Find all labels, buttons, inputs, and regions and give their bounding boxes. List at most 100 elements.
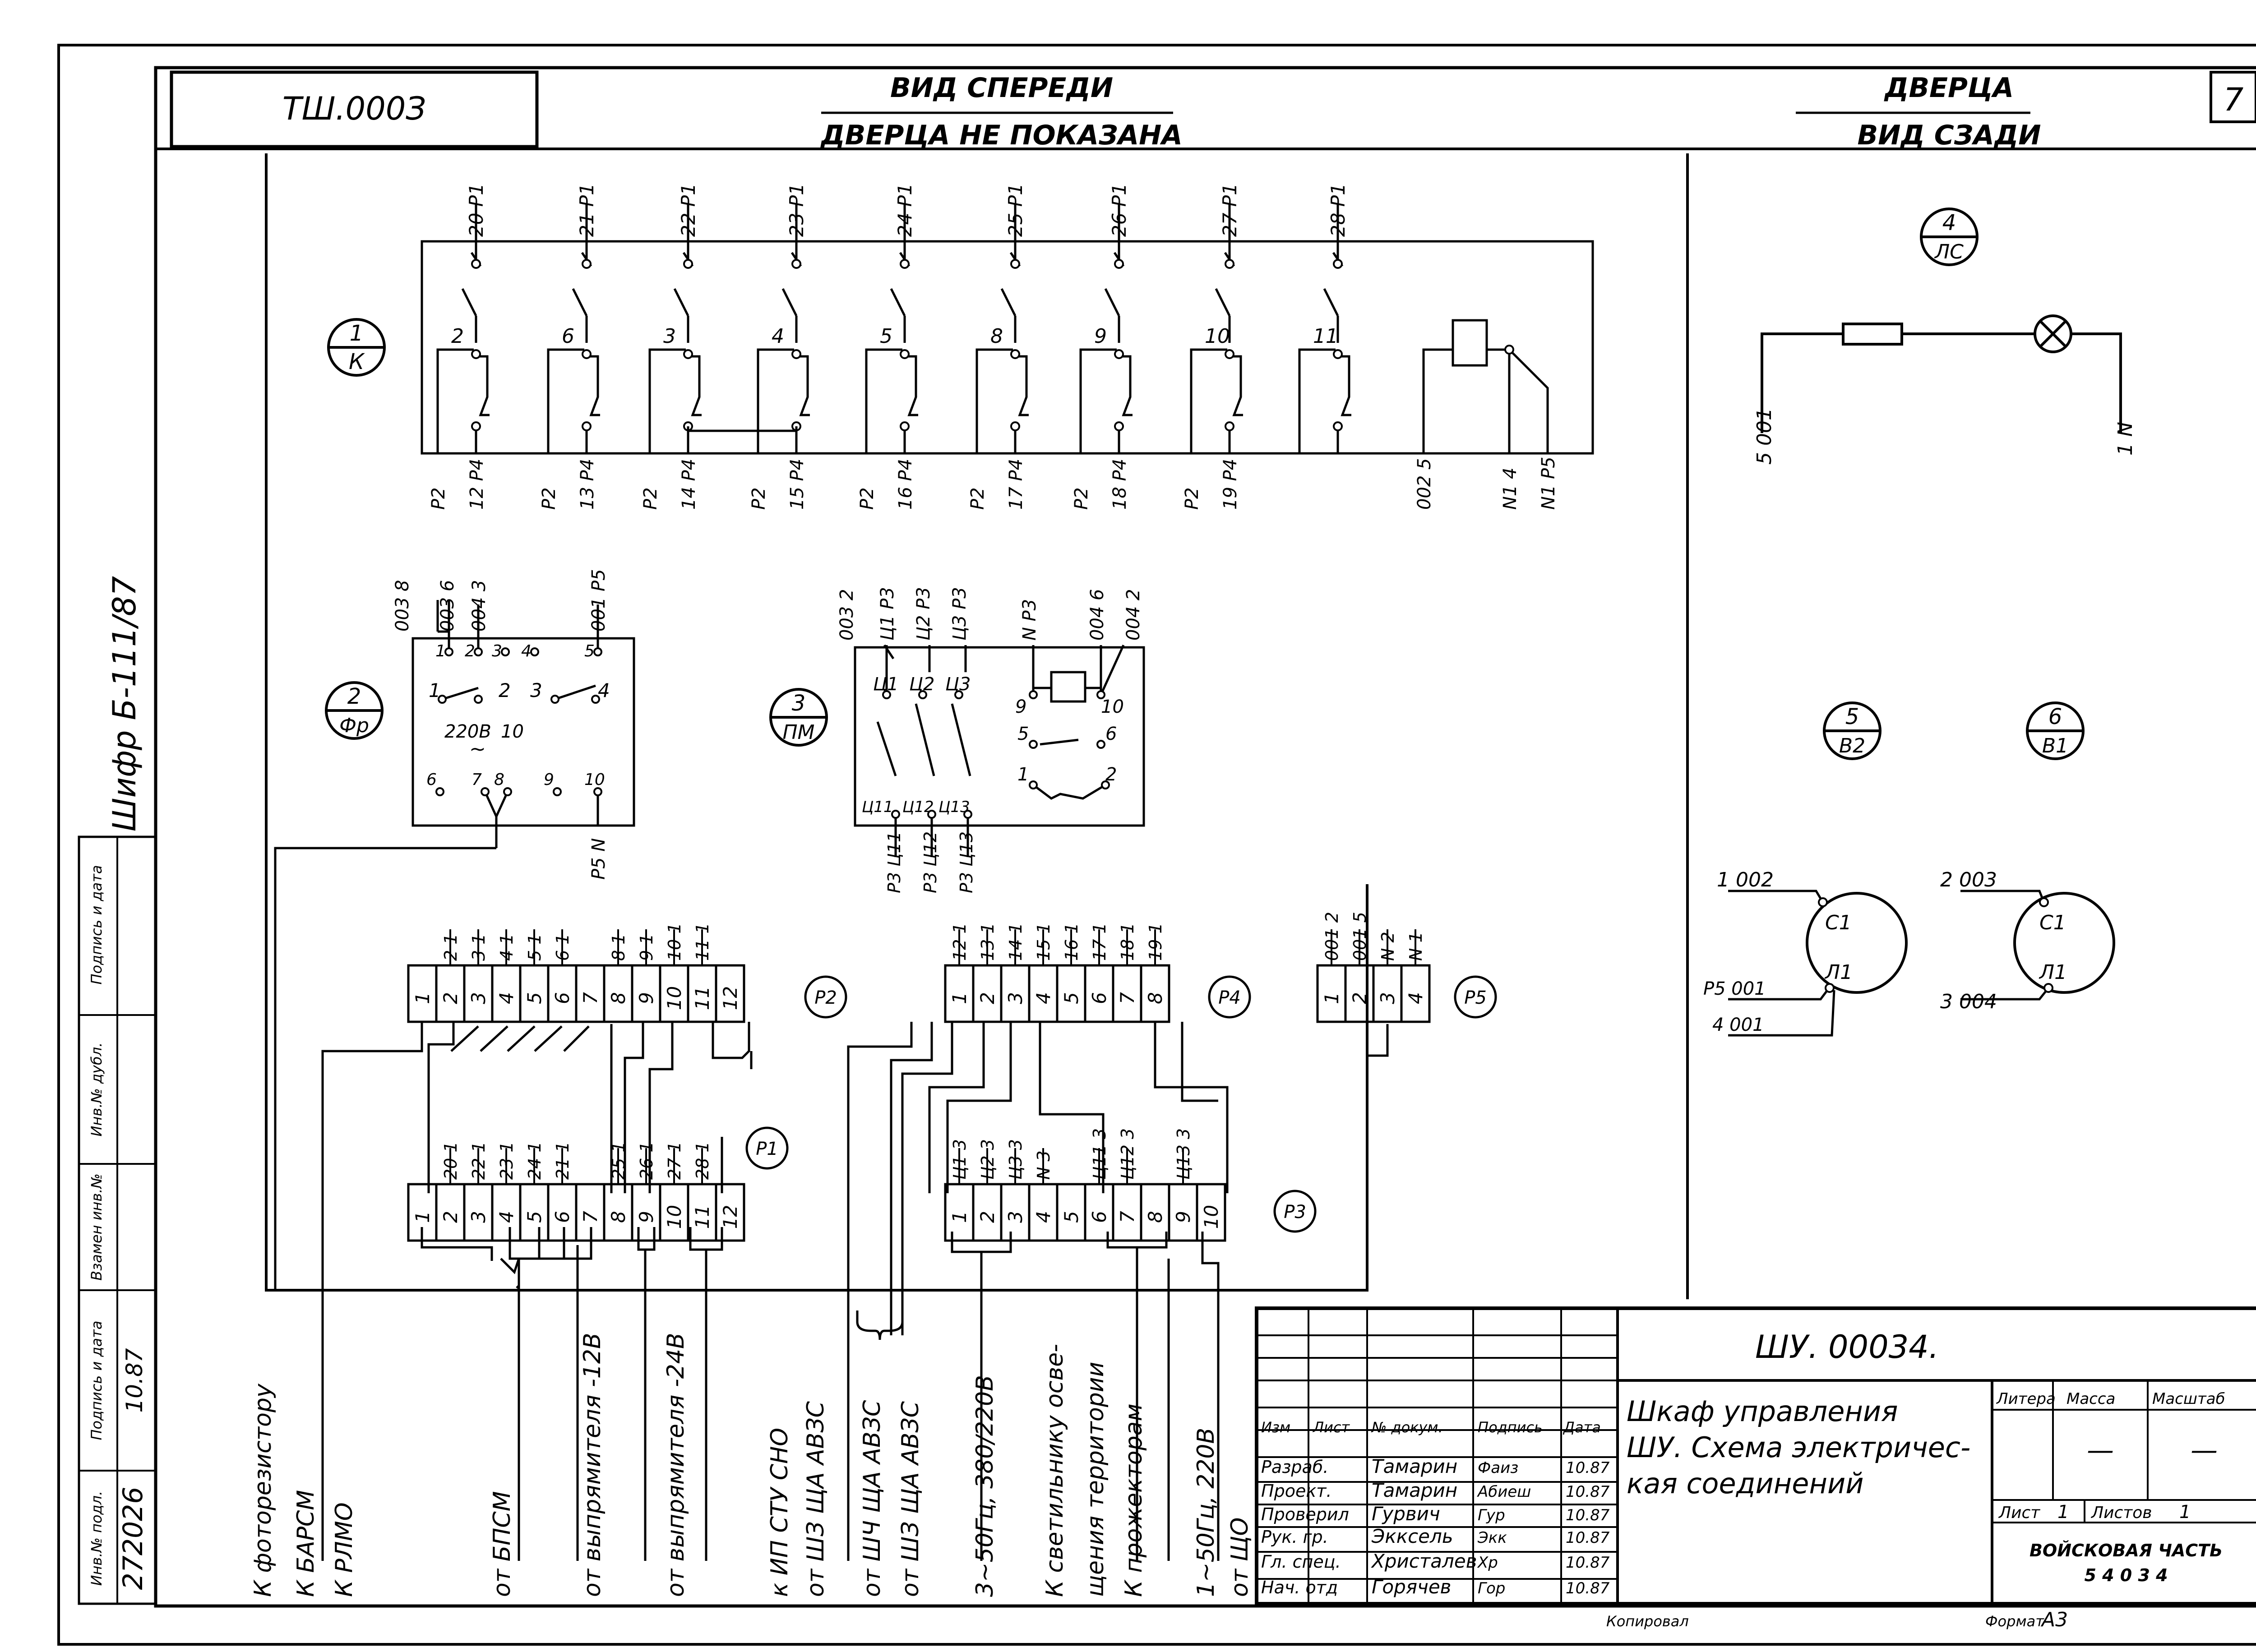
relay-bottom-p2: Р2 [1182, 487, 1202, 510]
terminal-wire-label: 4 1 [497, 934, 517, 961]
svg-text:ЛС: ЛС [1934, 240, 1964, 263]
relay-bottom-p4: 17 Р4 [1006, 459, 1026, 510]
listov-label: Листов [2090, 1504, 2152, 1522]
strip-name-p4: Р4 [1208, 975, 1251, 1019]
terminal-number: 10 [1200, 1205, 1222, 1229]
terminal-p1-4: 423 1 [495, 1141, 518, 1223]
pm-bottom-pole-1: Ц11 [862, 798, 893, 816]
destination-label-9: от ШЧ ЩА АВЗС [859, 1400, 886, 1597]
svg-text:С1: С1 [2039, 911, 2066, 934]
relay-contact-number: 11 [1313, 325, 1338, 348]
role-sign: Экк [1477, 1529, 1507, 1547]
terminal-number: 12 [719, 986, 741, 1010]
document-title-line-3: кая соединений [1627, 1467, 1864, 1500]
relay-bottom-p4: 18 Р4 [1110, 459, 1130, 510]
fr-contact-point [591, 695, 600, 704]
svg-text:С1: С1 [1825, 911, 1852, 934]
pm-top-label-5: N Р3 [1019, 599, 1040, 641]
terminal-p3-2: 2Ц2 3 [976, 1139, 999, 1223]
pm-top-label-3: Ц2 Р3 [913, 587, 934, 641]
role-date: 10.87 [1566, 1554, 1610, 1572]
side-field-3: Взамен инв.№ [88, 1173, 105, 1281]
element-mark-v2: 5 В2 [1823, 701, 1882, 760]
terminal-p4-6: 617 1 [1088, 923, 1110, 1004]
role-label: Гл. спец. [1261, 1552, 1341, 1572]
fr-terminal-top [593, 647, 602, 656]
inverted-stamp: ТШ.000З [282, 90, 426, 127]
side-field-4: Инв.№ дубл. [88, 1043, 105, 1137]
relay-bottom-p4: 15 Р4 [787, 459, 808, 510]
terminal-wire-label: 23 1 [497, 1141, 517, 1180]
side-field-2: Подпись и дата [88, 1320, 105, 1440]
relay-top-label: 27 Р1 [1219, 183, 1241, 237]
terminal-wire-label: 13 1 [978, 923, 998, 961]
terminal-p2-1: 1 [411, 992, 434, 1004]
massa-value: — [2087, 1435, 2114, 1466]
relay-bottom-p2: Р2 [967, 487, 988, 510]
terminal-wire-label: 21 1 [553, 1141, 573, 1180]
role-label: Рук. гр. [1261, 1527, 1328, 1547]
destination-label-4: от БПСМ [489, 1491, 516, 1597]
fr-contact-point [474, 695, 483, 704]
document-title-line-2: ШУ. Схема электричес- [1627, 1431, 1970, 1464]
terminal-wire-label: 001 2 [1322, 912, 1342, 961]
magnetic-starter: 003 2 Ц1 Р3 Ц2 Р3 Ц3 Р3 N Р3 004 6 004 2… [837, 587, 1145, 893]
pm-terminal-point [1029, 740, 1038, 749]
relay-contact-number: 9 [1094, 325, 1107, 348]
terminal-p5-1: 1 001 2 [1321, 912, 1343, 1004]
role-sign: Хр [1477, 1554, 1498, 1572]
pm-aux-6: 6 [1105, 724, 1117, 744]
fr-freq: ~ [469, 738, 486, 761]
strip-name-p3: Р3 [1273, 1190, 1317, 1233]
destination-label-6: от выпрямителя -24В [662, 1333, 689, 1597]
terminal-wire-label: N 3 [1034, 1150, 1054, 1180]
fr-top-label-2: 003 6 [437, 580, 458, 632]
door-title: ДВЕРЦА [1884, 72, 2014, 104]
terminal-number: 12 [719, 1205, 741, 1229]
terminal-p1-2: 220 1 [439, 1141, 462, 1223]
svg-text:В2: В2 [1839, 734, 1865, 757]
terminal-p5-3: 3N 2 [1377, 929, 1399, 1004]
element-mark-k: 1 К [327, 318, 386, 377]
terminal-p1-9: 926 1 [635, 1141, 657, 1223]
terminal-number: 8 [607, 1211, 629, 1223]
strip-name-text: Р3 [1284, 1202, 1306, 1223]
terminal-number: 7 [1116, 1211, 1138, 1223]
strip-wiring [321, 1013, 1389, 1561]
header: ТШ.000З ВИД СПЕРЕДИ ДВЕРЦА НЕ ПОКАЗАНА Д… [170, 70, 2256, 151]
fr-terminal-bottom [503, 787, 512, 796]
terminal-number: 1 [1321, 992, 1343, 1004]
terminal-number: 7 [579, 1211, 601, 1223]
role-date: 10.87 [1566, 1506, 1610, 1524]
terminal-wire-label: 24 1 [525, 1141, 545, 1180]
pm-terminal-point [882, 690, 891, 699]
pm-top-label-6: 004 6 [1087, 589, 1108, 641]
terminal-wire-label: Ц12 3 [1118, 1128, 1137, 1180]
terminal-number: 6 [1088, 1211, 1110, 1223]
fr-terminal-bottom-label: 8 [494, 771, 504, 789]
terminal-number: 2 [439, 1211, 462, 1223]
destination-label-3: К РЛМО [331, 1502, 358, 1597]
svg-text:ПМ: ПМ [782, 721, 814, 744]
title-block-head-3: № докум. [1371, 1419, 1443, 1436]
fr-terminal-top-label: 4 [521, 642, 532, 660]
terminal-wire-label: 15 1 [1034, 923, 1054, 961]
terminal-wire-label: N 2 [1378, 932, 1398, 961]
pm-terminal-point [927, 810, 936, 819]
relay-top-label: 25 Р1 [1004, 183, 1026, 237]
svg-text:В1: В1 [2042, 734, 2068, 757]
relay-top-label: 22 Р1 [677, 183, 699, 237]
fr-terminal-bottom [435, 787, 444, 796]
terminal-number: 1 [948, 992, 971, 1004]
cabinet-outline [265, 153, 1689, 1299]
terminal-p4-2: 213 1 [976, 923, 999, 1004]
mashtab-label: Масштаб [2152, 1390, 2225, 1408]
fr-top-label-4: 001 Р5 [588, 569, 609, 632]
